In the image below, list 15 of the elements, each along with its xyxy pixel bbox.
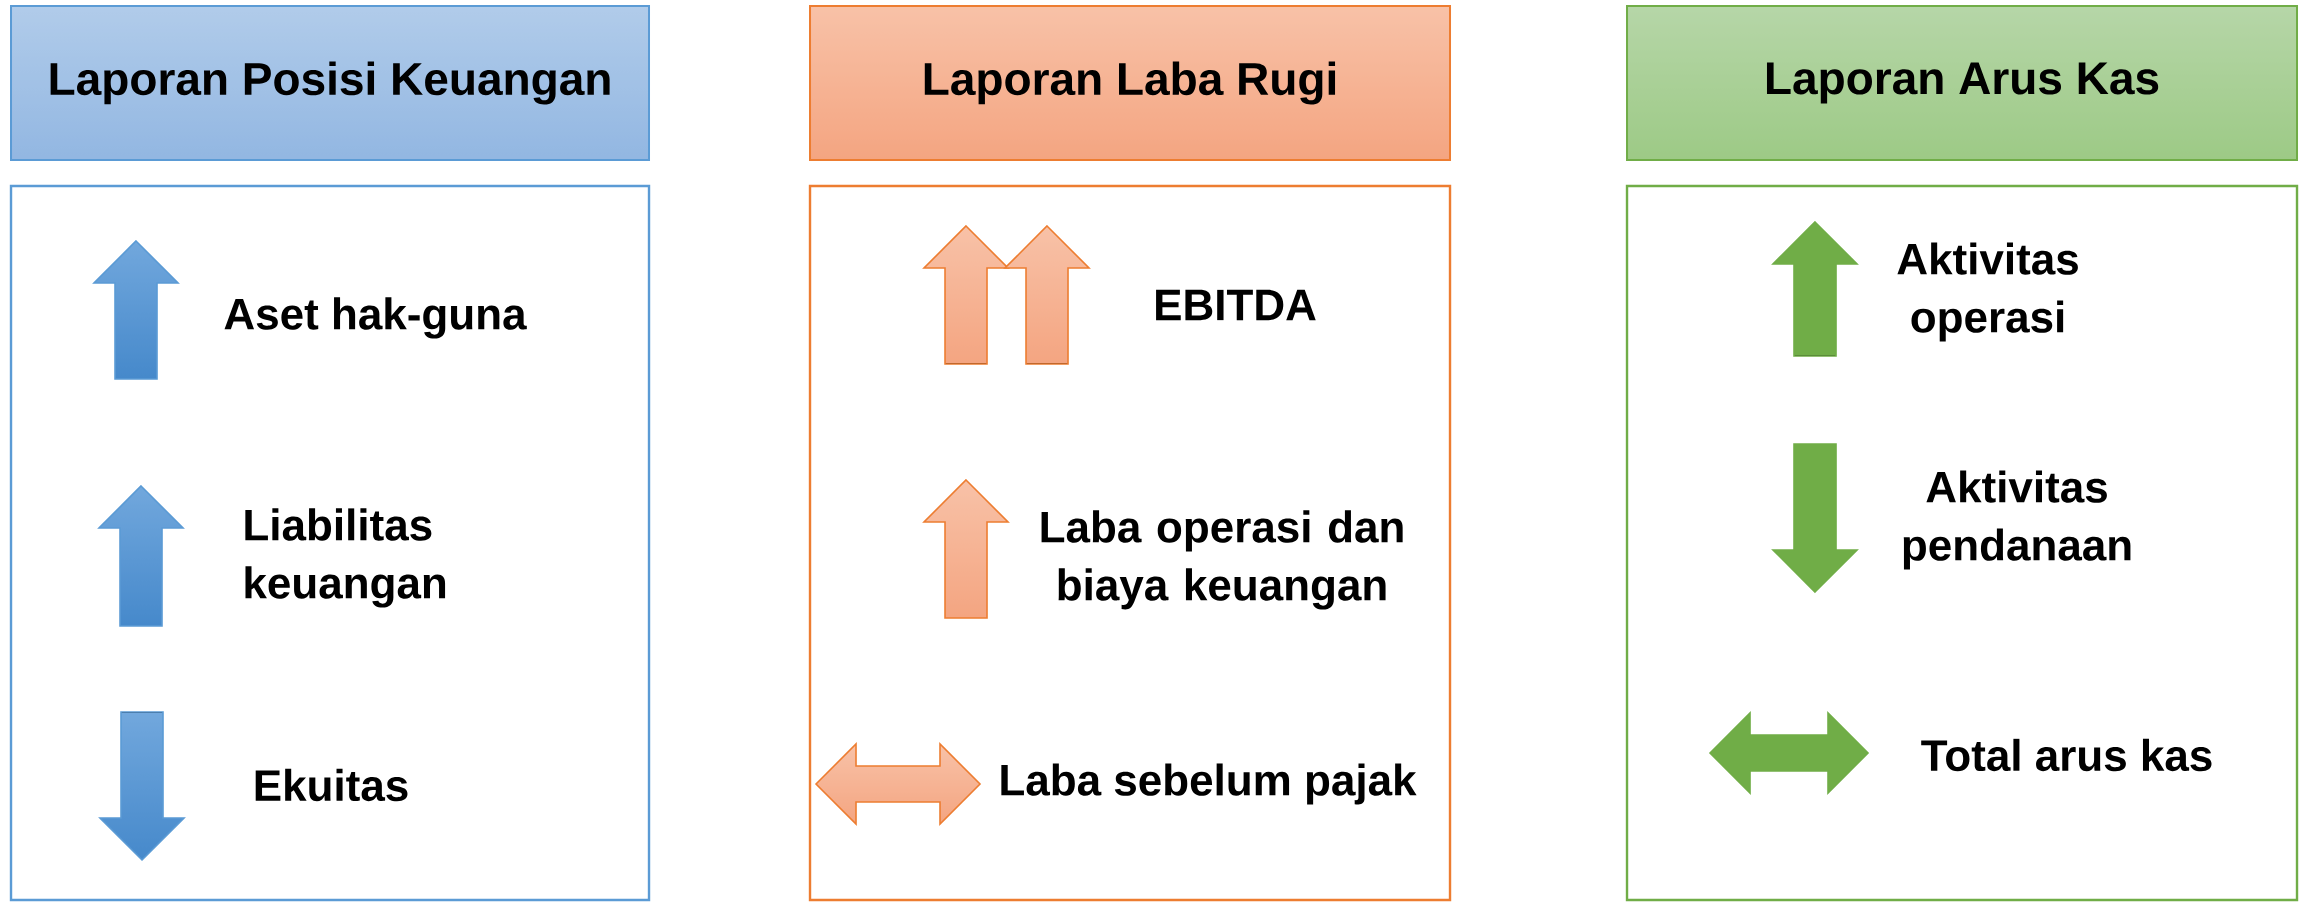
item-label: Liabilitas keuangan [245,508,446,608]
header-box: Laporan Arus Kas [1626,5,2298,161]
item-label: Laba operasi dan biaya keuangan [1041,510,1403,610]
item-label: EBITDA [1156,289,1316,321]
panel-box [808,184,1452,902]
panel-box [1625,184,2299,902]
item-label: Aktivitas operasi [1897,242,2078,342]
item-label: Ekuitas [255,768,408,802]
panel-box [9,184,651,902]
item-label: Total arus kas [1921,738,2212,772]
item-label: Aset hak-guna [224,297,527,339]
item-label: Aktivitas pendanaan [1903,470,2131,570]
item-label: Laba sebelum pajak [1001,763,1417,805]
header-box: Laporan Posisi Keuangan [10,5,650,161]
header-box: Laporan Laba Rugi [809,5,1451,161]
